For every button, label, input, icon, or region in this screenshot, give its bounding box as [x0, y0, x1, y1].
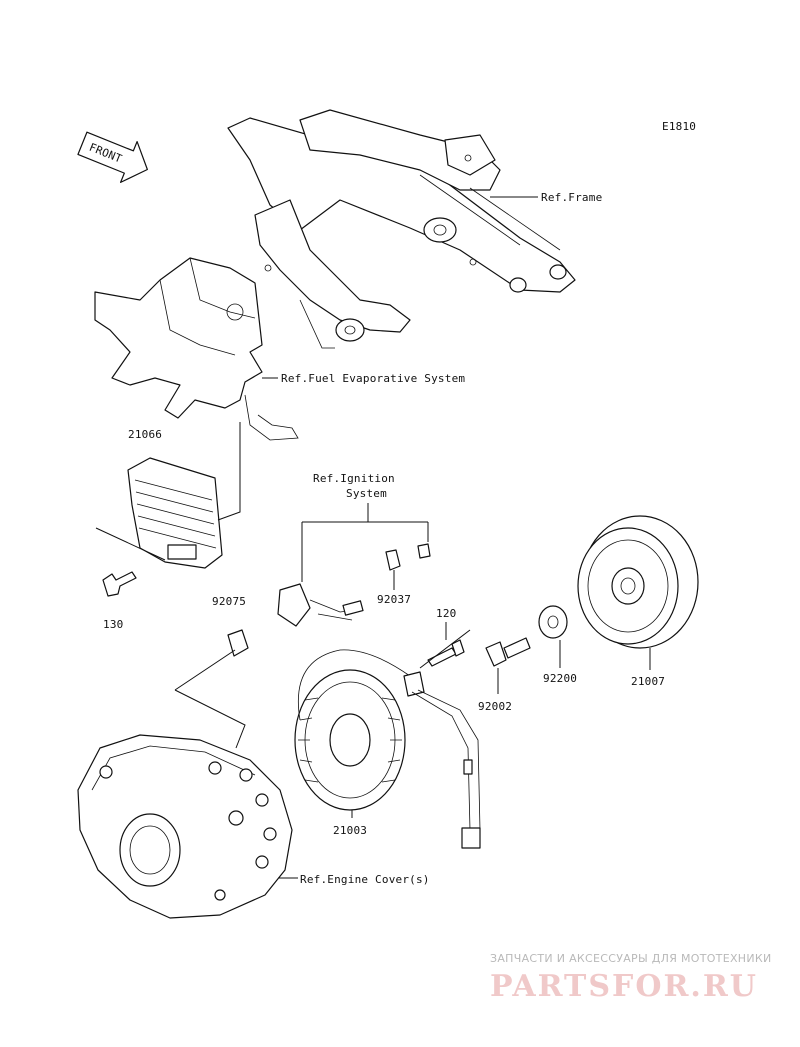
bolt-130 [102, 571, 137, 597]
ref-frame-label: Ref.Frame [541, 191, 602, 204]
stator-21003 [294, 649, 481, 849]
part-21066-label: 21066 [128, 428, 162, 441]
leader-ignition [301, 503, 429, 582]
part-92037-label: 92037 [377, 593, 411, 606]
ref-fuel-label: Ref.Fuel Evaporative System [281, 372, 465, 385]
ref-ignition-label-2: System [346, 487, 387, 500]
front-arrow-icon: FRONT [77, 131, 148, 183]
ref-ignition-label-1: Ref.Ignition [313, 472, 395, 485]
watermark-tagline: ЗАПЧАСТИ И АКСЕССУАРЫ ДЛЯ МОТОТЕХНИКИ [490, 952, 772, 965]
pickup-coil [277, 583, 364, 627]
grommet-92075 [227, 629, 249, 657]
diagram-code: E1810 [662, 120, 696, 133]
part-92002-label: 92002 [478, 700, 512, 713]
leader-stator-bolt [419, 629, 471, 669]
bolt-120 [427, 639, 465, 667]
part-92075-label: 92075 [212, 595, 246, 608]
part-21007-label: 21007 [631, 675, 665, 688]
assembly-guide-lines [174, 649, 246, 749]
ref-engine-cover-label: Ref.Engine Cover(s) [300, 873, 430, 886]
part-92200-label: 92200 [543, 672, 577, 685]
clamp-92037 [385, 543, 431, 571]
part-21003-label: 21003 [333, 824, 367, 837]
bracket-illustration [94, 257, 299, 441]
part-120-label: 120 [436, 607, 456, 620]
regulator-rectifier-21066 [127, 457, 223, 569]
engine-cover-illustration [77, 734, 293, 919]
part-130-label: 130 [103, 618, 123, 631]
washer-92200 [538, 605, 568, 639]
flange-bolt-92002 [485, 637, 531, 667]
frame-illustration [227, 109, 576, 349]
leader-21066 [95, 422, 241, 561]
watermark-logo: PARTSFOR.RU [490, 969, 758, 1004]
rotor-flywheel-21007 [577, 515, 699, 649]
